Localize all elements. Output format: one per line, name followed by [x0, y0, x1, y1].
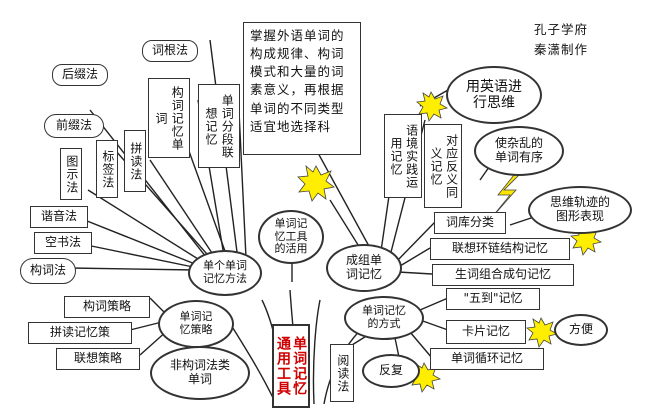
- leaf-assoc-strategy: 联想策略: [56, 348, 140, 370]
- leaf-tag: 标签法: [96, 140, 118, 198]
- leaf-morph-strategy: 构词策略: [64, 296, 150, 318]
- leaf-spell-strategy: 拼读记忆策: [28, 322, 132, 344]
- leaf-prefix: 前缀法: [44, 114, 104, 138]
- cloud-visual-trail: 思维轨迹的图形表现: [528, 186, 632, 234]
- hub-single: 单个单词记忆方法: [188, 250, 262, 296]
- leaf-sentence: 生词组合成句记忆: [432, 264, 574, 286]
- leaf-cycle: 单词循环记忆: [430, 348, 544, 370]
- leaf-homophone: 谐音法: [30, 206, 88, 228]
- signature: 孔子学府 秦潇制作: [534, 20, 606, 64]
- starburst-2: [416, 91, 449, 122]
- hub-method: 单词记忆的方式: [344, 296, 424, 340]
- leaf-context-practice: 语境实践运用记忆: [384, 114, 422, 198]
- leaf-suffix: 后缀法: [52, 64, 108, 86]
- leaf-root: 词根法: [142, 40, 198, 62]
- hub-group: 成组单词记忆: [326, 244, 402, 292]
- leaf-card: 卡片记忆: [446, 320, 526, 344]
- leaf-spell-read: 拼读法: [124, 130, 146, 192]
- leaf-reading: 阅读法: [330, 344, 354, 402]
- cloud-non-morph: 非构词法类单词: [150, 346, 250, 400]
- cloud-orderly: 使杂乱的单词有序: [474, 126, 564, 176]
- starburst-4: [526, 317, 559, 348]
- hub-tools: 单词记忆工具的活用: [258, 210, 324, 264]
- leaf-word-bank: 词库分类: [434, 212, 506, 234]
- description-box: 掌握外语单词的构成规律、构词模式和大量的词素意义，再根据单词的不同类型适宜地选择…: [243, 22, 361, 155]
- cloud-think-english: 用英语进行思维: [446, 66, 542, 124]
- leaf-chain: 联想环链结构记忆: [430, 238, 570, 260]
- leaf-antonym-synonym: 对应反义同义记忆: [424, 124, 462, 208]
- leaf-diagram: 图示法: [60, 148, 82, 200]
- leaf-morph-memory: 构词记忆单词: [148, 78, 190, 158]
- cloud-convenient: 方便: [554, 314, 608, 346]
- leaf-word-formation: 构词法: [20, 258, 76, 284]
- cloud-review: 反复: [362, 354, 420, 388]
- hub-strategy: 单词记忆策略: [158, 300, 234, 348]
- leaf-air-writing: 空书法: [34, 232, 92, 254]
- leaf-segment-assoc: 单词分段联想记忆: [198, 84, 240, 168]
- starburst-1: [297, 164, 335, 202]
- center-title: 单词记忆通用工具: [272, 324, 310, 408]
- leaf-five-to: "五到"记忆: [446, 288, 540, 310]
